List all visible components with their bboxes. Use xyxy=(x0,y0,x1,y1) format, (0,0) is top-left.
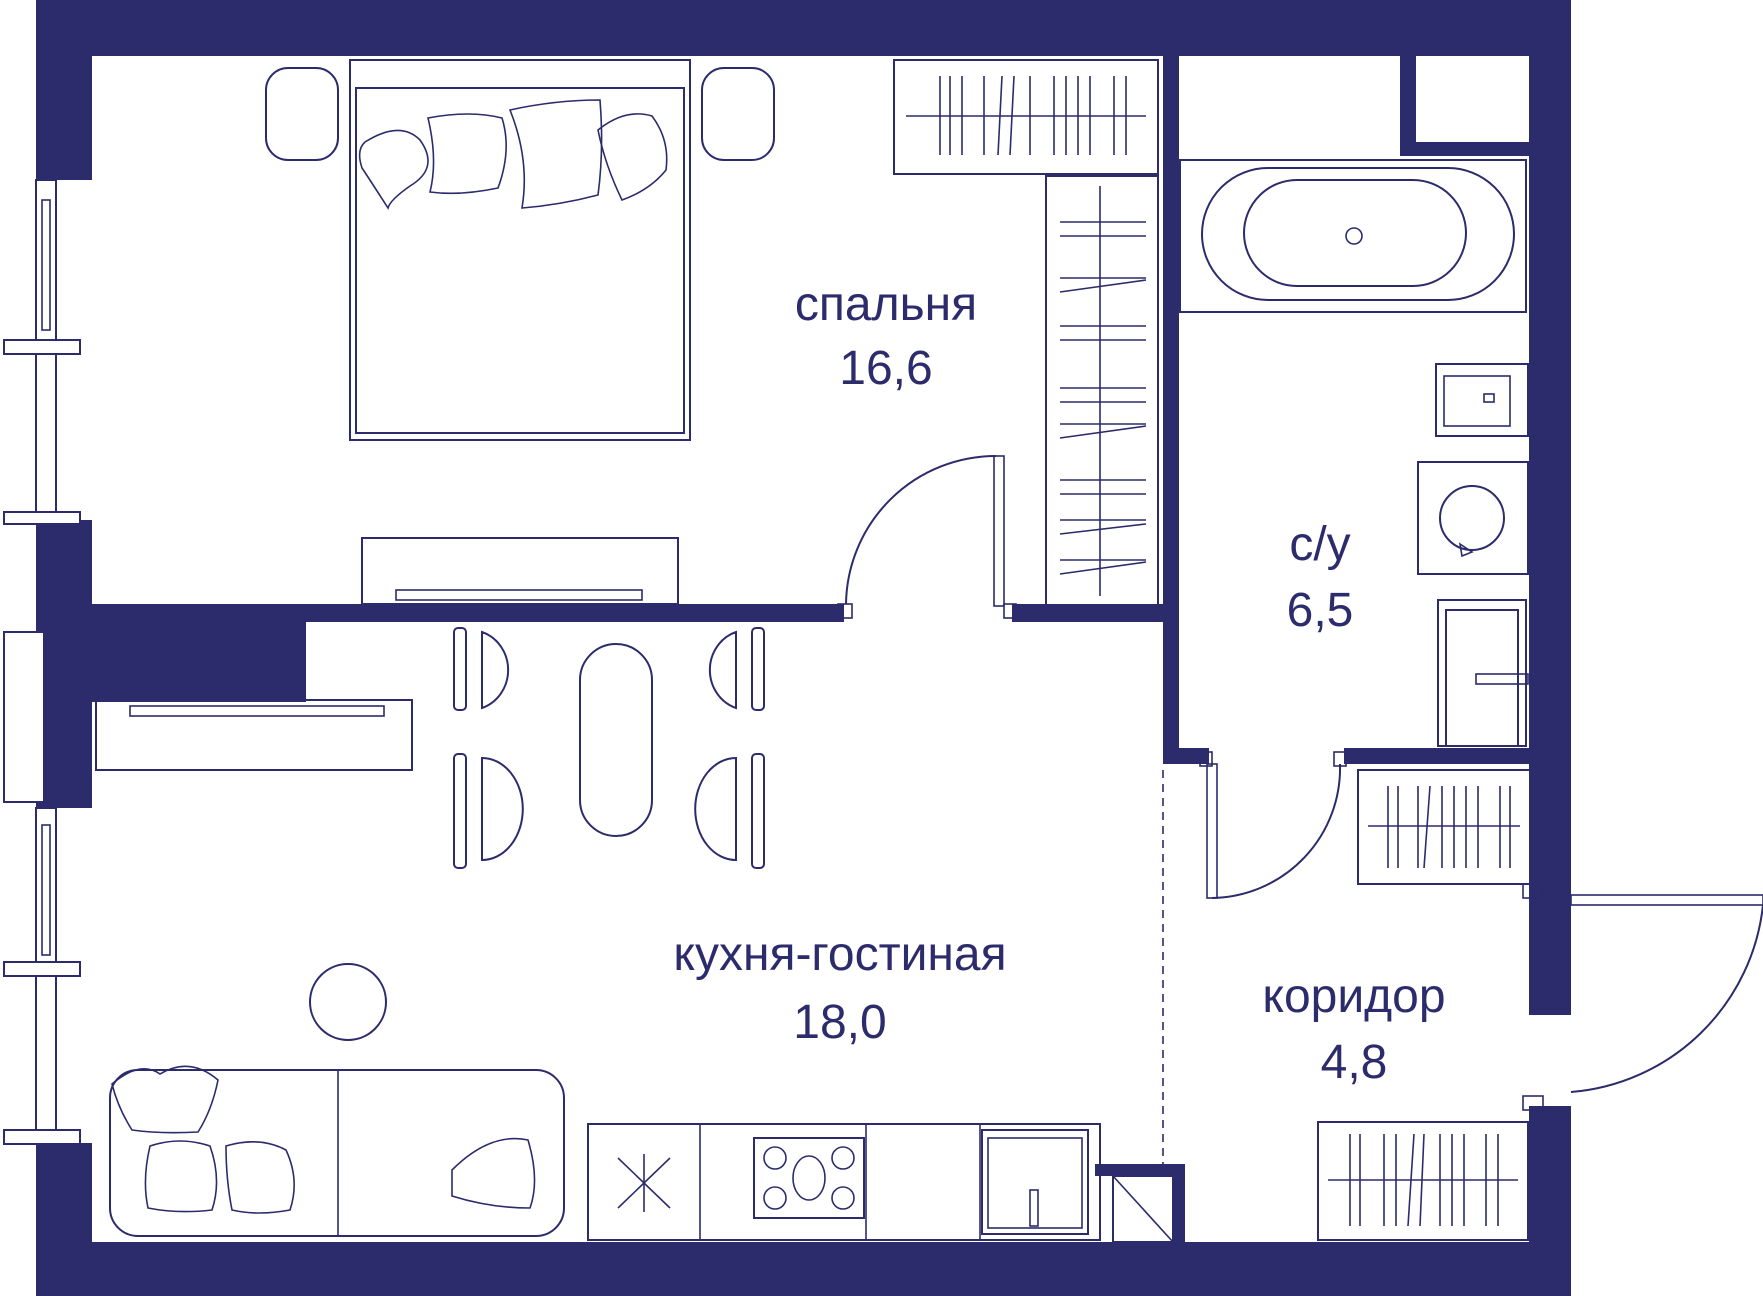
sink xyxy=(1435,363,1529,437)
wardrobe-top xyxy=(893,59,1159,175)
bathtub xyxy=(1179,159,1527,313)
washing-machine xyxy=(1417,461,1529,575)
dining-set xyxy=(453,627,765,869)
toilet xyxy=(1437,599,1529,747)
bedroom-name: спальня xyxy=(795,278,977,331)
coffee-table xyxy=(309,963,387,1041)
tv-unit xyxy=(361,537,679,605)
living-name: кухня-гостиная xyxy=(673,928,1006,981)
bed xyxy=(265,59,775,441)
windows xyxy=(3,179,81,1145)
sofa xyxy=(109,1065,565,1237)
interior-walls xyxy=(92,56,1529,1243)
corridor-area: 4,8 xyxy=(1321,1036,1388,1089)
exterior-walls xyxy=(36,0,1571,1296)
bathroom-name: с/у xyxy=(1289,518,1350,571)
kitchen-counter xyxy=(587,1123,1101,1241)
desk xyxy=(95,699,413,771)
room-labels: спальня 16,6 с/у 6,5 кухня-гостиная 18,0… xyxy=(673,278,1445,1089)
bathroom-area: 6,5 xyxy=(1287,584,1354,637)
wardrobe-corridor-top xyxy=(1357,769,1531,885)
bedroom-area: 16,6 xyxy=(839,342,932,395)
doors xyxy=(837,455,1763,1164)
wardrobe-side xyxy=(1045,175,1159,607)
wardrobe-corridor-bottom xyxy=(1317,1121,1529,1241)
living-area: 18,0 xyxy=(793,996,886,1049)
corridor-name: коридор xyxy=(1262,970,1445,1023)
